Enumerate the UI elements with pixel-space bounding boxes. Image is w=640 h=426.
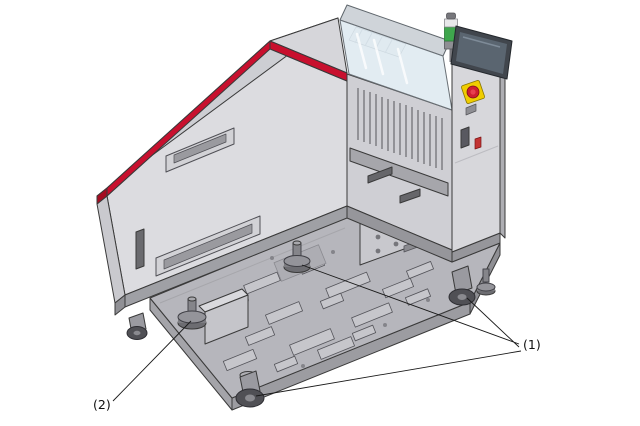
operator-monitor — [450, 25, 513, 80]
feeder-rail-band — [349, 147, 449, 197]
callout-1-label: (1) — [523, 337, 541, 352]
foot-pad-top — [476, 282, 496, 292]
tower-vent-slot — [460, 126, 470, 149]
safety-hood — [339, 4, 453, 111]
right-caster — [448, 265, 476, 306]
hood-glass-reflections — [355, 32, 409, 85]
end-skirt — [114, 294, 126, 316]
tower-panel-seam — [454, 145, 499, 164]
caster-bracket — [451, 265, 473, 295]
caster-hub — [133, 330, 141, 336]
foot-bolt-top — [292, 240, 302, 246]
deck-cutout — [406, 261, 434, 279]
feeder-section — [346, 73, 453, 263]
rear-left-caster — [126, 312, 148, 340]
deck-cutout — [351, 324, 377, 342]
foot-pad-top — [283, 255, 311, 267]
deck-cutout — [265, 301, 303, 325]
feet-and-casters — [126, 240, 496, 408]
deck-cutout — [351, 302, 393, 328]
feeder-slot-b — [399, 188, 421, 204]
door-handle-upper — [165, 127, 235, 173]
tower-red-indicator — [474, 136, 482, 150]
door-handle-lower — [155, 215, 261, 277]
deck-cutout — [317, 336, 355, 360]
deck-cutout — [325, 271, 371, 299]
machine-body — [96, 17, 348, 316]
callout-2-leader-line — [112, 320, 192, 402]
caster-hub — [457, 294, 467, 300]
deck-cutout — [319, 292, 345, 310]
deck-cutout — [222, 348, 258, 372]
left-leveling-foot — [177, 296, 207, 330]
estop-button-center — [470, 89, 476, 95]
caster-hub — [245, 394, 255, 402]
deck-cutout — [273, 355, 299, 373]
bracket-plate-front — [204, 294, 249, 345]
callouts: (1) (2) — [93, 264, 541, 412]
callout-2-label: (2) — [93, 397, 111, 412]
feeder-slot-a — [367, 166, 393, 184]
monitor-screen — [456, 32, 507, 74]
foot-bolt-top — [187, 296, 197, 302]
emergency-stop-button — [461, 80, 485, 104]
wall-vent-slot — [135, 228, 145, 270]
deck-crease-line — [159, 227, 346, 304]
tower-label-plate — [465, 103, 477, 116]
deck-cutout — [382, 277, 414, 299]
bottom-caster — [235, 370, 265, 408]
foot-bolt — [482, 268, 490, 283]
signal-tower-pole — [449, 48, 453, 62]
deck-cutout — [243, 271, 281, 295]
middle-leveling-foot — [283, 240, 311, 273]
feeder-slats — [357, 88, 443, 170]
signal-tower-cap — [446, 12, 456, 20]
callout-1-leader-lines — [255, 264, 522, 397]
accent-stripe-corner — [96, 187, 108, 205]
monitor-screen-glare — [462, 36, 501, 48]
deck-cutout — [289, 328, 335, 356]
right-leveling-foot — [476, 268, 496, 296]
foot-pad-top — [177, 310, 207, 324]
deck-cutout — [404, 288, 432, 306]
deck-cutout — [244, 326, 276, 346]
